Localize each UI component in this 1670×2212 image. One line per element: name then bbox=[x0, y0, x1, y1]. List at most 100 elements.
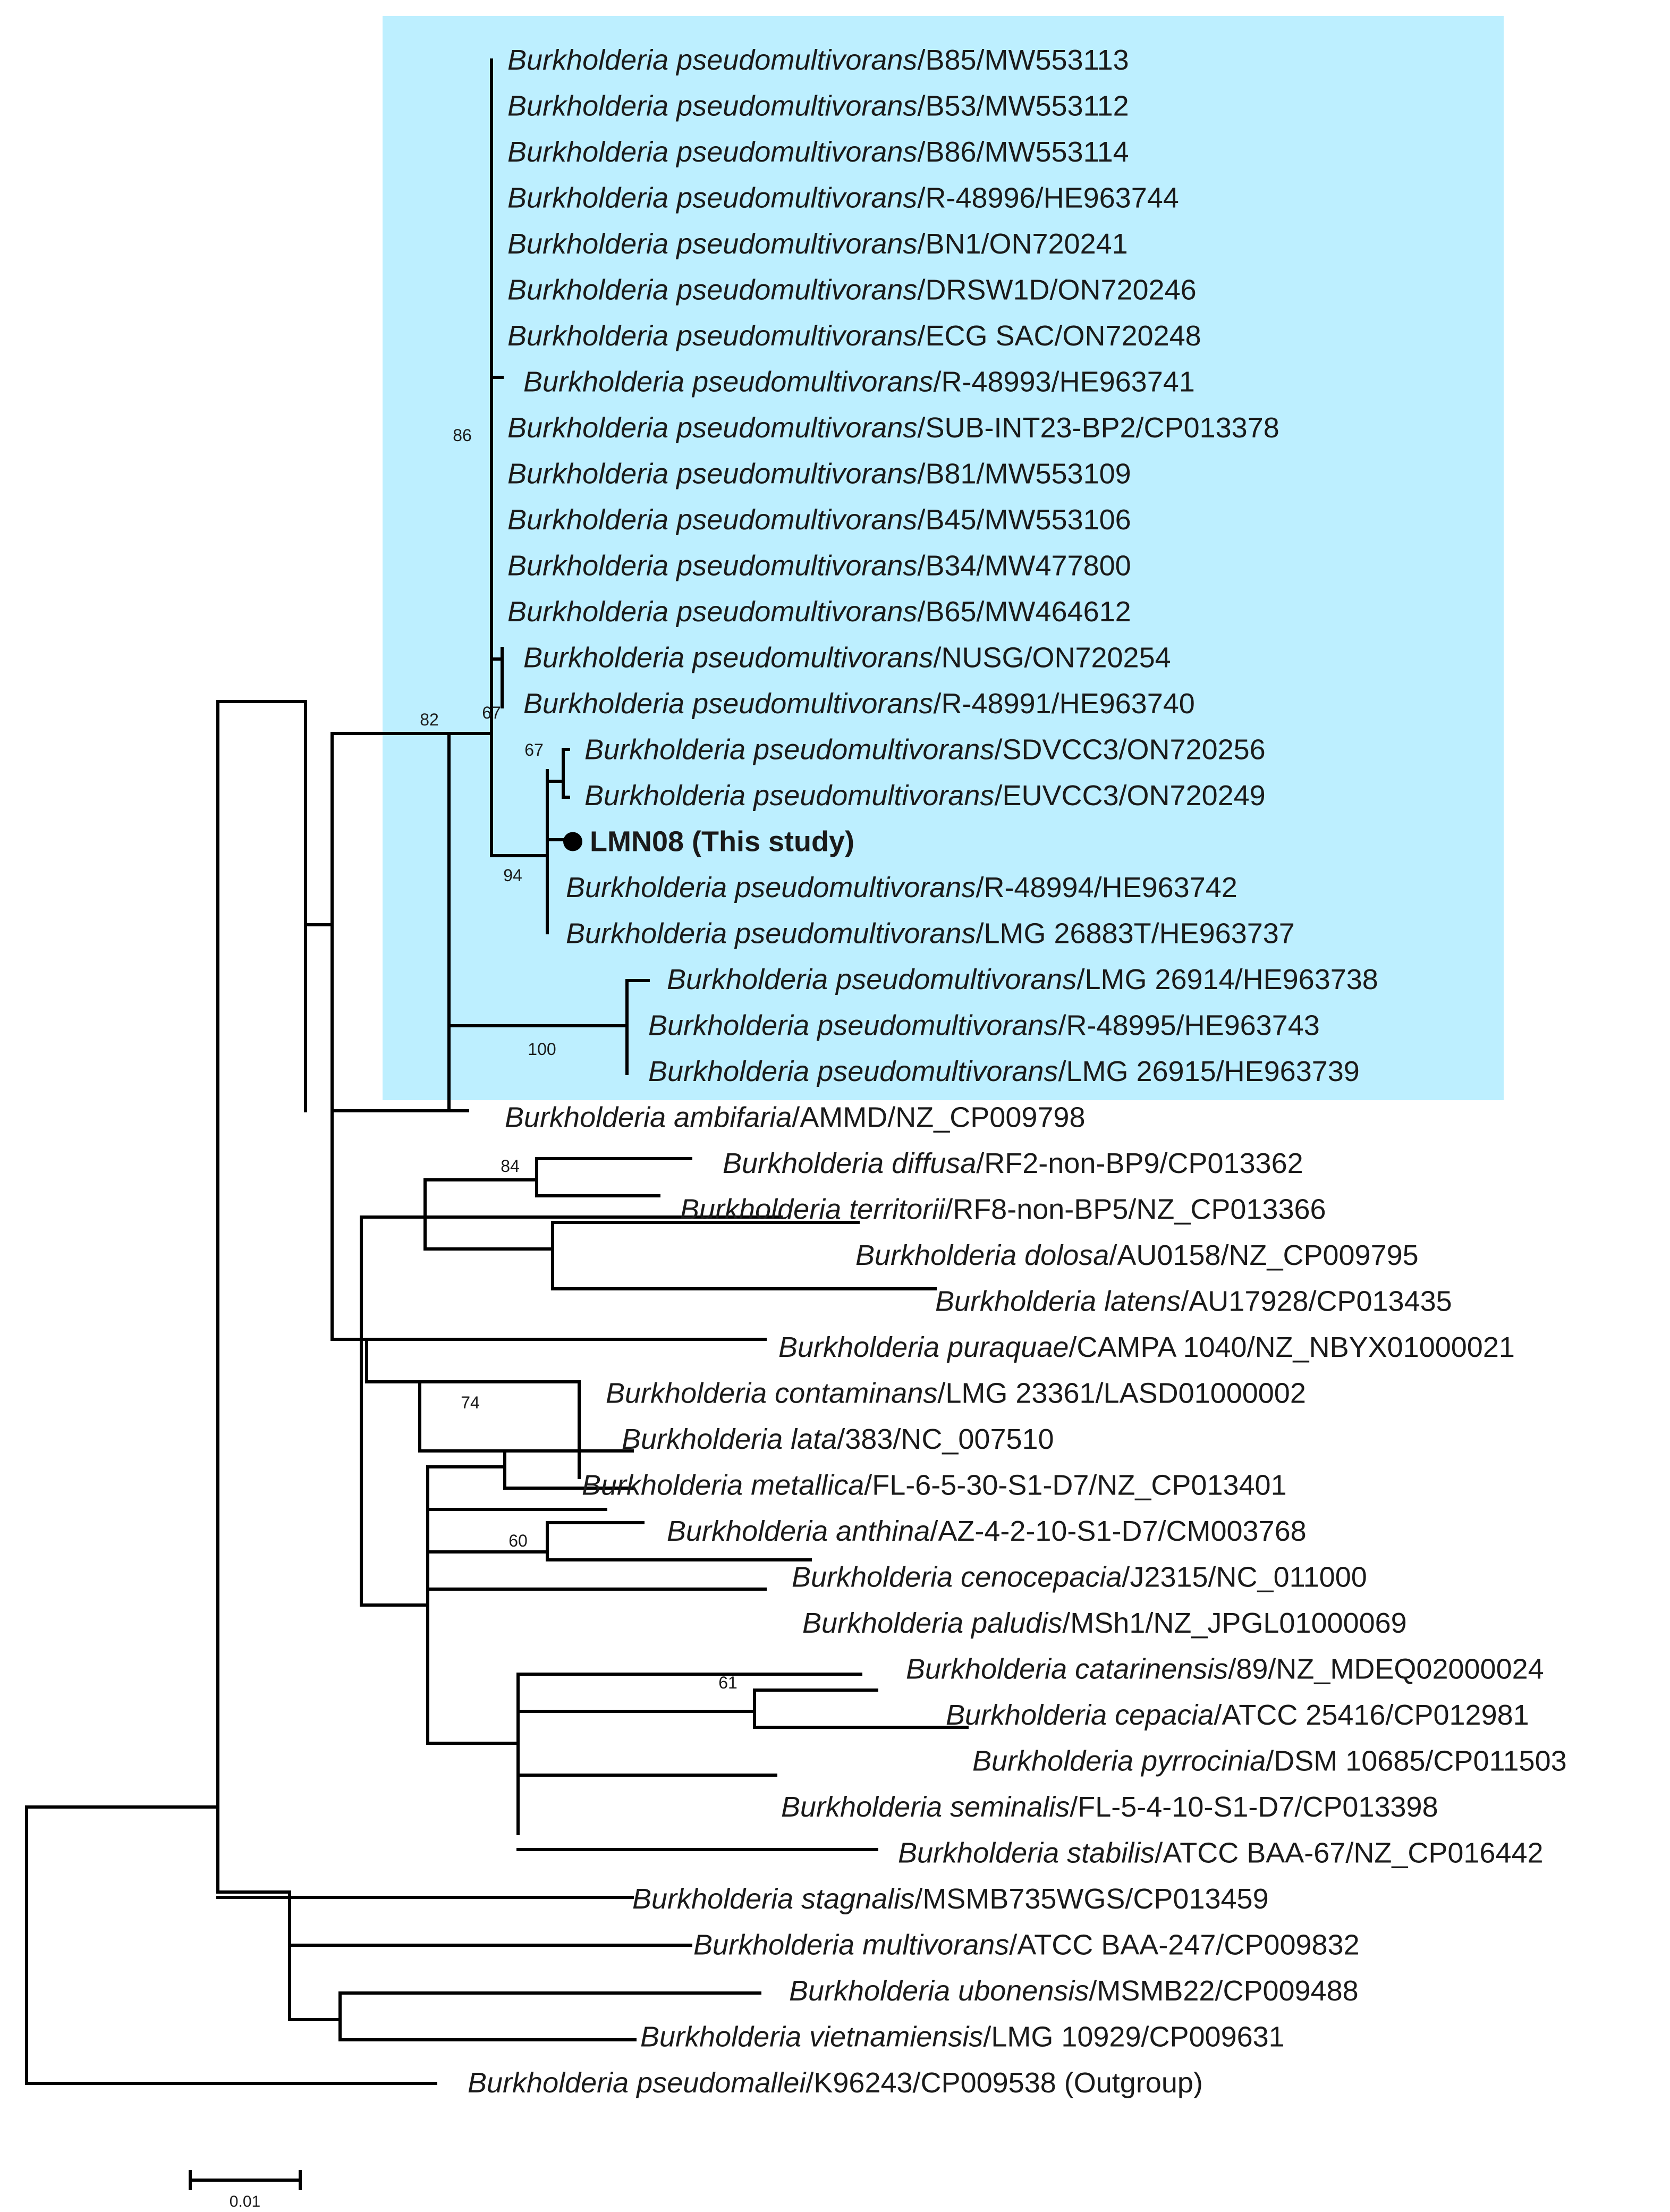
strain-accession: /ATCC 25416/CP012981 bbox=[1214, 1699, 1529, 1731]
strain-accession: /SUB-INT23-BP2/CP013378 bbox=[917, 412, 1279, 444]
strain-accession: /AMMD/NZ_CP009798 bbox=[792, 1102, 1085, 1134]
taxon-label: Burkholderia dolosa/AU0158/NZ_CP009795 bbox=[855, 1239, 1419, 1271]
strain-accession: /B85/MW553113 bbox=[917, 44, 1129, 76]
taxon-label: Burkholderia lata/383/NC_007510 bbox=[622, 1423, 1054, 1455]
species-name: Burkholderia pseudomultivorans bbox=[507, 90, 917, 122]
strain-accession: /AU17928/CP013435 bbox=[1181, 1286, 1452, 1318]
taxon-label: Burkholderia contaminans/LMG 23361/LASD0… bbox=[606, 1378, 1306, 1409]
taxon-label: Burkholderia catarinensis/89/NZ_MDEQ0200… bbox=[906, 1653, 1544, 1685]
taxon-label: Burkholderia pseudomultivorans/DRSW1D/ON… bbox=[507, 274, 1197, 306]
taxon-label: Burkholderia seminalis/FL-5-4-10-S1-D7/C… bbox=[781, 1791, 1438, 1823]
species-name: Burkholderia puraquae bbox=[778, 1331, 1069, 1363]
strain-accession: /B65/MW464612 bbox=[917, 596, 1131, 628]
species-name: Burkholderia latens bbox=[935, 1286, 1181, 1318]
species-name: Burkholderia pseudomultivorans bbox=[648, 1010, 1058, 1042]
taxon-label: Burkholderia territorii/RF8-non-BP5/NZ_C… bbox=[680, 1194, 1326, 1226]
species-name: Burkholderia contaminans bbox=[606, 1378, 937, 1409]
species-name: Burkholderia stabilis bbox=[898, 1837, 1155, 1869]
taxon-label: Burkholderia cepacia/ATCC 25416/CP012981 bbox=[946, 1699, 1529, 1731]
taxon-label: Burkholderia pseudomultivorans/R-48994/H… bbox=[566, 872, 1237, 904]
strain-accession: /B53/MW553112 bbox=[917, 90, 1129, 122]
taxon-label: Burkholderia pseudomultivorans/LMG 26883… bbox=[566, 918, 1295, 950]
strain-accession: /RF8-non-BP5/NZ_CP013366 bbox=[945, 1194, 1326, 1226]
strain-accession: /LMG 23361/LASD01000002 bbox=[937, 1378, 1306, 1409]
species-name: Burkholderia diffusa bbox=[723, 1147, 976, 1179]
taxon-label: Burkholderia pseudomultivorans/B53/MW553… bbox=[507, 90, 1129, 122]
species-name: Burkholderia paludis bbox=[802, 1607, 1062, 1639]
species-name: Burkholderia ubonensis bbox=[789, 1975, 1089, 2007]
taxon-label: Burkholderia pyrrocinia/DSM 10685/CP0115… bbox=[972, 1745, 1567, 1777]
taxon-label: Burkholderia pseudomultivorans/SDVCC3/ON… bbox=[584, 734, 1266, 766]
bootstrap-value: 94 bbox=[503, 866, 522, 885]
scale-bar-label: 0.01 bbox=[230, 2193, 260, 2210]
scale-bar: 0.01 bbox=[189, 2170, 302, 2210]
bootstrap-value: 84 bbox=[501, 1156, 520, 1176]
strain-accession: /R-48995/HE963743 bbox=[1058, 1010, 1319, 1042]
strain-accession: /RF2-non-BP9/CP013362 bbox=[976, 1147, 1303, 1179]
strain-accession: /AU0158/NZ_CP009795 bbox=[1109, 1239, 1418, 1271]
taxon-label: Burkholderia pseudomultivorans/B34/MW477… bbox=[507, 550, 1131, 582]
species-name: Burkholderia metallica bbox=[582, 1470, 864, 1501]
bootstrap-value: 100 bbox=[528, 1040, 556, 1059]
taxon-label: Burkholderia pseudomultivorans/EUVCC3/ON… bbox=[584, 780, 1266, 812]
species-name: Burkholderia stagnalis bbox=[632, 1883, 914, 1915]
species-name: Burkholderia ambifaria bbox=[505, 1102, 792, 1134]
taxon-label: Burkholderia pseudomultivorans/B45/MW553… bbox=[507, 504, 1131, 536]
species-name: Burkholderia pseudomultivorans bbox=[523, 642, 933, 674]
species-name: Burkholderia pseudomultivorans bbox=[507, 228, 917, 260]
study-marker-icon bbox=[563, 832, 582, 851]
species-name: Burkholderia pseudomultivorans bbox=[648, 1056, 1058, 1087]
strain-accession: /SDVCC3/ON720256 bbox=[994, 734, 1265, 766]
species-name: Burkholderia pseudomultivorans bbox=[584, 734, 994, 766]
strain-accession: /AZ-4-2-10-S1-D7/CM003768 bbox=[930, 1515, 1306, 1547]
bootstrap-value: 67 bbox=[524, 740, 544, 759]
taxon-label: Burkholderia pseudomultivorans/ECG SAC/O… bbox=[507, 320, 1201, 352]
taxon-label: Burkholderia pseudomultivorans/R-48991/H… bbox=[523, 688, 1195, 720]
taxon-label: Burkholderia pseudomultivorans/NUSG/ON72… bbox=[523, 642, 1171, 674]
strain-accession: LMN08 (This study) bbox=[590, 826, 854, 858]
strain-accession: /B86/MW553114 bbox=[917, 136, 1129, 168]
species-name: Burkholderia seminalis bbox=[781, 1791, 1070, 1823]
strain-accession: /R-48996/HE963744 bbox=[917, 182, 1179, 214]
species-name: Burkholderia pseudomultivorans bbox=[507, 596, 917, 628]
strain-accession: /ECG SAC/ON720248 bbox=[917, 320, 1201, 352]
species-name: Burkholderia pseudomultivorans bbox=[507, 274, 917, 306]
taxon-label: Burkholderia metallica/FL-6-5-30-S1-D7/N… bbox=[582, 1470, 1287, 1501]
species-name: Burkholderia territorii bbox=[680, 1194, 946, 1226]
taxon-label: Burkholderia pseudomultivorans/BN1/ON720… bbox=[507, 228, 1128, 260]
strain-accession: /MSh1/NZ_JPGL01000069 bbox=[1062, 1607, 1406, 1639]
bootstrap-value: 74 bbox=[461, 1393, 480, 1412]
strain-accession: /FL-5-4-10-S1-D7/CP013398 bbox=[1070, 1791, 1438, 1823]
strain-accession: /LMG 26914/HE963738 bbox=[1076, 964, 1378, 995]
taxon-label: Burkholderia ubonensis/MSMB22/CP009488 bbox=[789, 1975, 1359, 2007]
species-name: Burkholderia pseudomultivorans bbox=[566, 872, 976, 904]
strain-accession: /FL-6-5-30-S1-D7/NZ_CP013401 bbox=[864, 1470, 1286, 1501]
species-name: Burkholderia multivorans bbox=[693, 1929, 1009, 1961]
bootstrap-value: 60 bbox=[508, 1531, 528, 1550]
strain-accession: /B81/MW553109 bbox=[917, 458, 1131, 490]
strain-accession: /CAMPA 1040/NZ_NBYX01000021 bbox=[1069, 1331, 1515, 1363]
taxon-label: Burkholderia pseudomultivorans/B86/MW553… bbox=[507, 136, 1129, 168]
strain-accession: /DRSW1D/ON720246 bbox=[917, 274, 1196, 306]
strain-accession: /BN1/ON720241 bbox=[917, 228, 1128, 260]
taxon-label: Burkholderia pseudomultivorans/LMG 26915… bbox=[648, 1056, 1360, 1087]
species-name: Burkholderia vietnamiensis bbox=[640, 2021, 983, 2053]
taxon-label: Burkholderia stabilis/ATCC BAA-67/NZ_CP0… bbox=[898, 1837, 1544, 1869]
strain-accession: /B45/MW553106 bbox=[917, 504, 1131, 536]
taxon-label: Burkholderia stagnalis/MSMB735WGS/CP0134… bbox=[632, 1883, 1269, 1915]
species-name: Burkholderia cenocepacia bbox=[792, 1561, 1122, 1593]
taxon-label: Burkholderia diffusa/RF2-non-BP9/CP01336… bbox=[723, 1147, 1303, 1179]
clade-highlight-box bbox=[383, 16, 1504, 1100]
species-name: Burkholderia catarinensis bbox=[906, 1653, 1228, 1685]
strain-accession: /R-48991/HE963740 bbox=[933, 688, 1194, 720]
species-name: Burkholderia cepacia bbox=[946, 1699, 1214, 1731]
strain-accession: /B34/MW477800 bbox=[917, 550, 1131, 582]
species-name: Burkholderia pseudomultivorans bbox=[507, 136, 917, 168]
taxon-label: LMN08 (This study) bbox=[590, 826, 854, 858]
strain-accession: /LMG 26883T/HE963737 bbox=[976, 918, 1294, 950]
bootstrap-value: 82 bbox=[420, 710, 439, 729]
strain-accession: /LMG 10929/CP009631 bbox=[983, 2021, 1284, 2053]
species-name: Burkholderia pseudomultivorans bbox=[507, 504, 917, 536]
species-name: Burkholderia lata bbox=[622, 1423, 837, 1455]
